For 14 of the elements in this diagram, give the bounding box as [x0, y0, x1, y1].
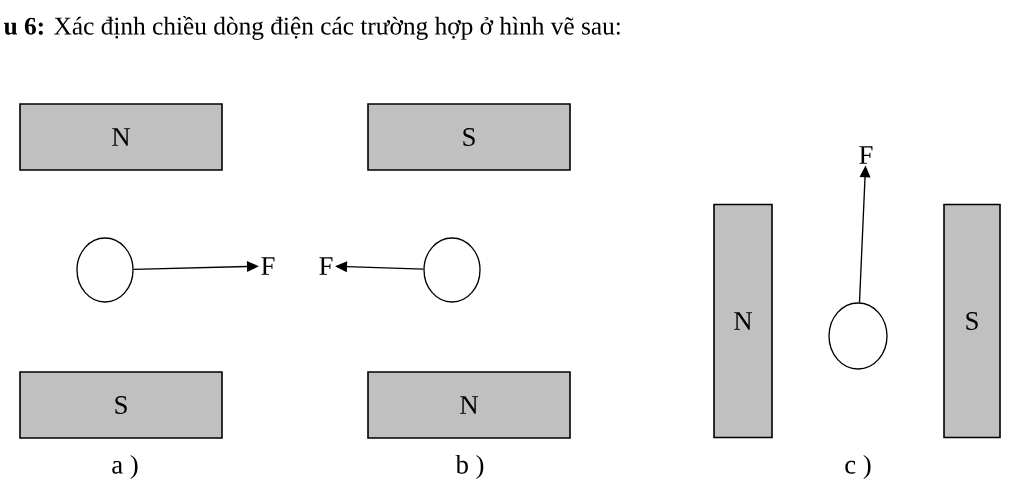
title: u 6: Xác định chiều dòng điện các trường hợp ở hình vẽ sau:	[4, 16, 620, 40]
conductor-circle	[423, 237, 481, 303]
force-label: F	[859, 146, 873, 164]
magnet-bar: N	[19, 103, 223, 171]
panel-label: c )	[845, 454, 871, 480]
magnet-bar: N	[367, 371, 571, 439]
magnet-bar: S	[19, 371, 223, 439]
force-label: F	[319, 257, 333, 275]
force-label: F	[261, 257, 275, 275]
magnet-bar: N	[713, 203, 773, 439]
magnet-bar: S	[943, 203, 1001, 439]
conductor-circle	[828, 302, 888, 370]
conductor-circle	[76, 237, 134, 303]
magnet-bar: S	[367, 103, 571, 171]
